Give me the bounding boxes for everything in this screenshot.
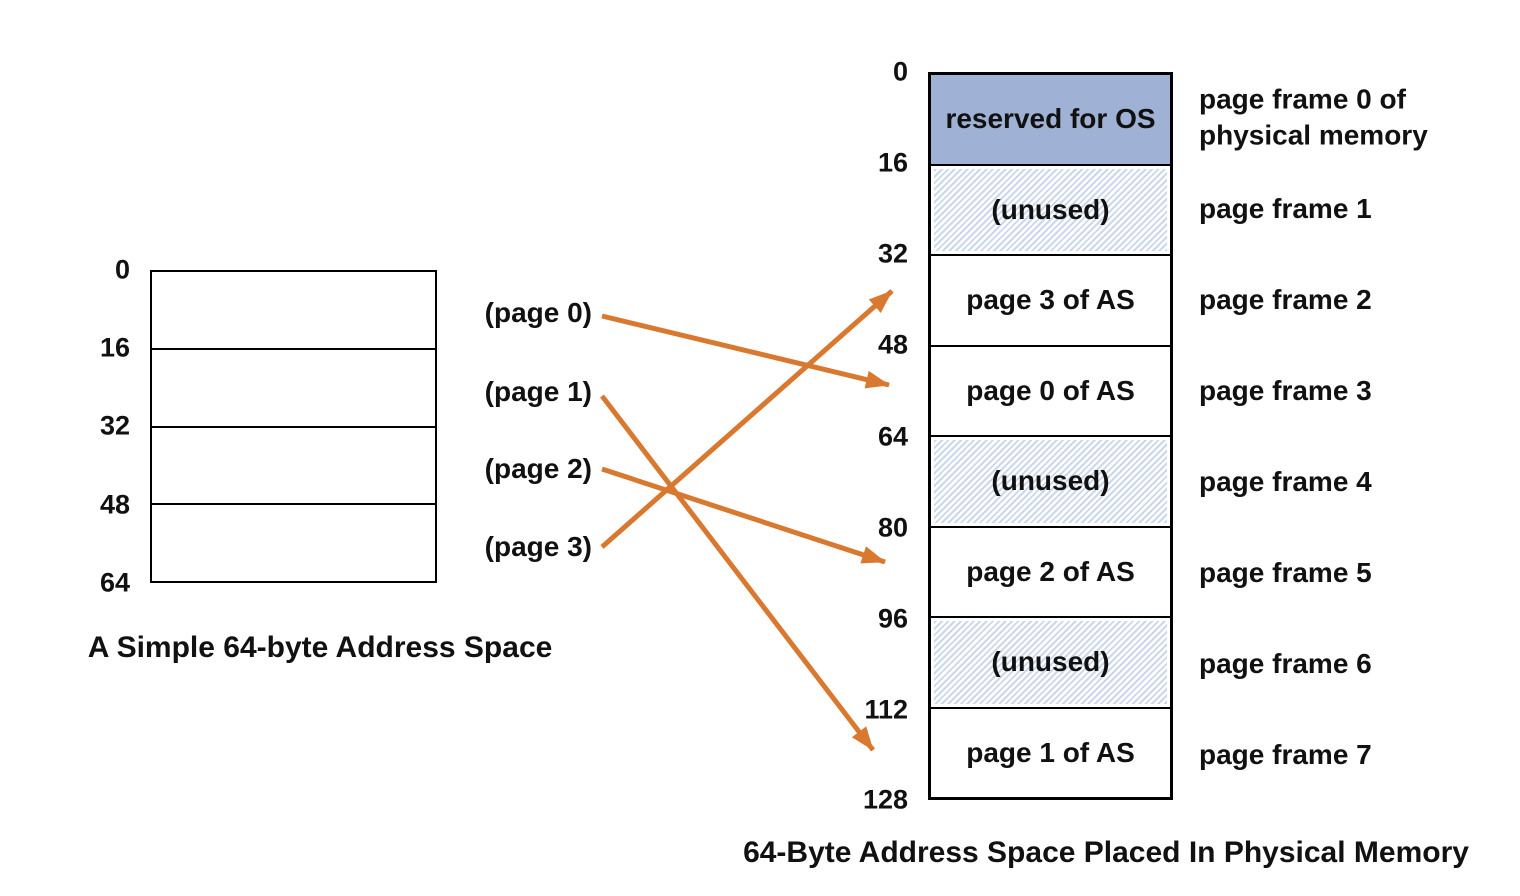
frame-content: page 0 of AS [966, 374, 1135, 406]
memory-frame-5: page 2 of AS [931, 525, 1170, 617]
frame-7-label: page frame 7 [1199, 738, 1372, 770]
frame-content: (unused) [991, 646, 1110, 678]
bottom-caption: 64-Byte Address Space Placed In Physical… [743, 836, 1469, 869]
frame-content: reserved for OS [945, 103, 1156, 135]
as-address-label-0: 0 [114, 254, 130, 285]
frame-content: page 1 of AS [966, 736, 1135, 768]
page-3-label: (page 3) [484, 531, 592, 562]
address-space-row-3 [152, 503, 435, 581]
memory-frame-7: page 1 of AS [931, 706, 1170, 798]
pm-address-label-48: 48 [877, 329, 908, 360]
page-0-label: (page 0) [484, 297, 592, 328]
as-address-label-64: 64 [99, 567, 130, 598]
address-space-row-1 [152, 347, 435, 426]
frame-content: (unused) [991, 193, 1110, 225]
frame-content: page 2 of AS [966, 555, 1135, 587]
frame-4-label: page frame 4 [1199, 465, 1372, 497]
address-space-row-2 [152, 425, 435, 504]
physical-memory-box: reserved for OS (unused) page 3 of AS pa… [928, 72, 1173, 800]
page-1-label: (page 1) [484, 376, 592, 407]
frame-1-label: page frame 1 [1199, 192, 1372, 224]
memory-frame-2: page 3 of AS [931, 254, 1170, 345]
pm-address-label-64: 64 [877, 421, 908, 452]
memory-frame-4: (unused) [931, 435, 1170, 526]
pm-address-label-112: 112 [864, 694, 908, 725]
pm-address-label-80: 80 [877, 512, 908, 543]
left-caption: A Simple 64-byte Address Space [87, 631, 553, 664]
memory-frame-6: (unused) [931, 616, 1170, 707]
frame-content: page 3 of AS [966, 284, 1135, 316]
address-space-box [150, 270, 437, 583]
frame-content: (unused) [991, 465, 1110, 497]
arrow-page3-to-frame2 [600, 289, 894, 549]
pm-address-label-128: 128 [862, 784, 908, 815]
memory-frame-0: reserved for OS [931, 75, 1170, 164]
frame-5-label: page frame 5 [1199, 556, 1372, 588]
memory-frame-1: (unused) [931, 163, 1170, 254]
as-address-label-48: 48 [99, 489, 130, 520]
pm-address-label-96: 96 [877, 603, 908, 634]
frame-0-label: page frame 0 of physical memory [1199, 83, 1428, 151]
as-address-label-32: 32 [99, 410, 130, 441]
frame-6-label: page frame 6 [1199, 647, 1372, 679]
frame-2-label: page frame 2 [1199, 283, 1372, 315]
pm-address-label-32: 32 [877, 238, 908, 269]
page-2-label: (page 2) [484, 453, 592, 484]
frame-3-label: page frame 3 [1199, 374, 1372, 406]
pm-address-label-16: 16 [877, 147, 908, 178]
memory-frame-3: page 0 of AS [931, 344, 1170, 436]
as-address-label-16: 16 [99, 332, 130, 363]
pm-address-label-0: 0 [892, 56, 908, 87]
